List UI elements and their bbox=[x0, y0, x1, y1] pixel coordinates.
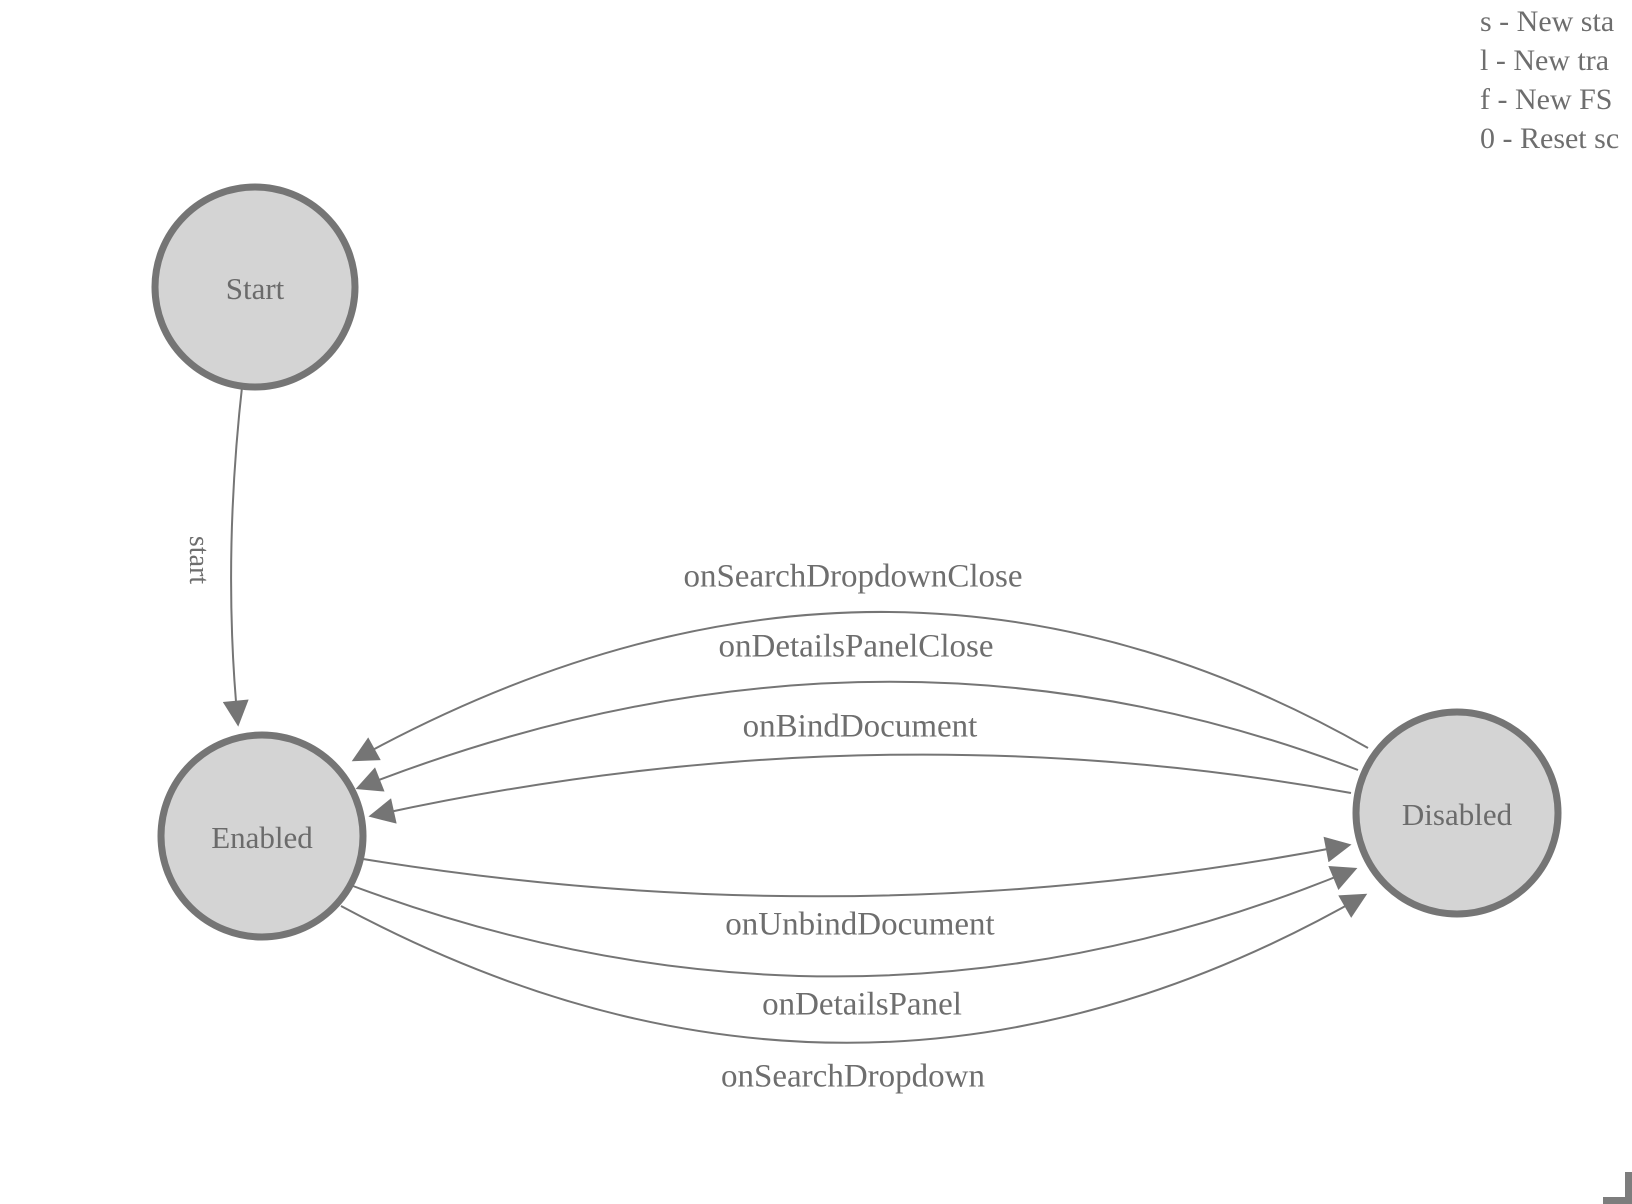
transition-edge-onDetailsPanelClose[interactable] bbox=[355, 680, 1359, 792]
transition-edge-onBindDocument[interactable] bbox=[368, 753, 1352, 824]
transition-label-onDetailsPanel[interactable]: onDetailsPanel bbox=[762, 986, 962, 1023]
transition-edge-onSearchDropdownClose[interactable] bbox=[351, 611, 1369, 762]
transition-label-start[interactable]: start bbox=[183, 535, 214, 585]
offscreen-node-corner bbox=[1603, 1172, 1632, 1204]
transition-edge-start[interactable] bbox=[222, 377, 249, 727]
state-start[interactable] bbox=[151, 183, 359, 391]
hotkey-legend: s - New sta l - New tra f - New FS 0 - R… bbox=[1480, 2, 1619, 158]
legend-item-new-transition: l - New tra bbox=[1480, 44, 1610, 77]
transition-label-onBindDocument[interactable]: onBindDocument bbox=[742, 708, 978, 745]
legend-item-new-fsm: f - New FS bbox=[1480, 83, 1613, 116]
transition-label-onDetailsPanelClose[interactable]: onDetailsPanelClose bbox=[718, 628, 994, 665]
transition-label-onSearchDropdown[interactable]: onSearchDropdown bbox=[721, 1058, 985, 1095]
state-disabled[interactable] bbox=[1352, 708, 1562, 918]
transition-label-onUnbindDocument[interactable]: onUnbindDocument bbox=[725, 906, 995, 943]
transition-edge-onSearchDropdown[interactable] bbox=[340, 893, 1368, 1044]
transition-edge-onUnbindDocument[interactable] bbox=[362, 836, 1352, 898]
legend-item-new-state: s - New sta bbox=[1480, 5, 1615, 38]
legend-item-reset-scale: 0 - Reset sc bbox=[1480, 122, 1620, 155]
state-enabled[interactable] bbox=[157, 731, 367, 941]
transition-edge-onDetailsPanel[interactable] bbox=[352, 865, 1358, 978]
transition-label-onSearchDropdownClose[interactable]: onSearchDropdownClose bbox=[683, 558, 1023, 595]
